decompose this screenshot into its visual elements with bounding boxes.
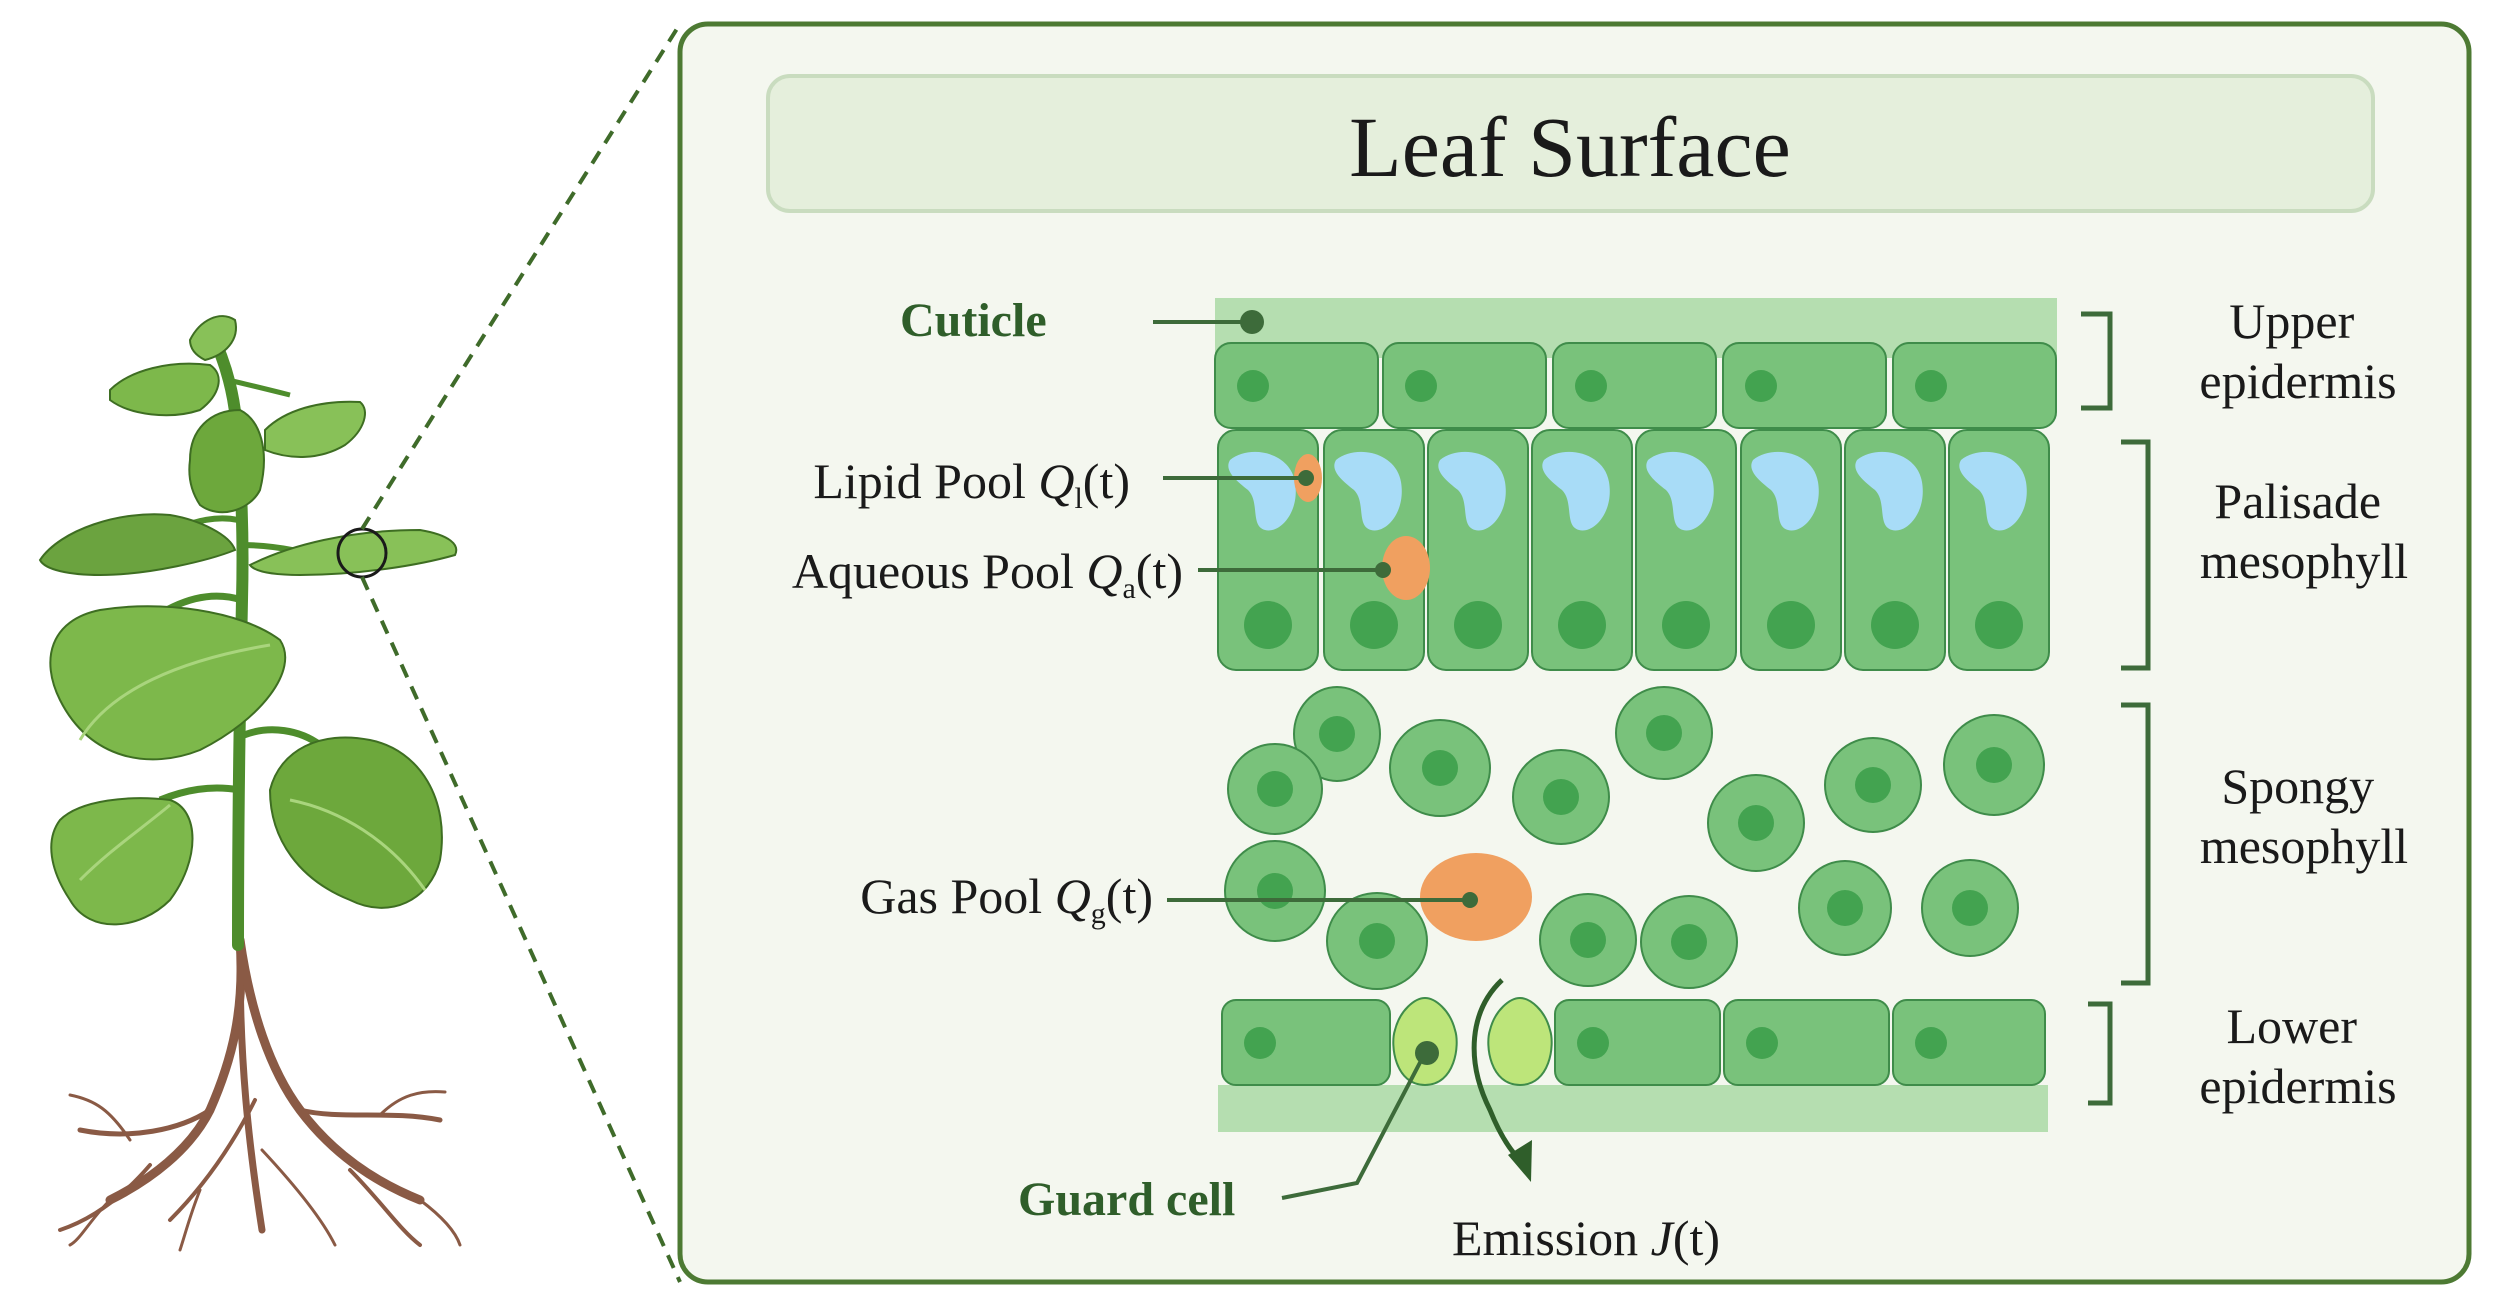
upper-epidermis-label: Upper epidermis [2199, 293, 2396, 409]
lipid-pool-label: Lipid Pool Ql(t) [813, 453, 1130, 515]
spongy-cells [1224, 686, 2045, 990]
guard-cell-right [1487, 996, 1553, 1087]
lower-epidermis-bracket [2088, 1001, 2113, 1106]
aqueous-pool-dot [1375, 562, 1391, 578]
upper-epidermis-cell [1722, 342, 1887, 429]
upper-epidermis-cell [1552, 342, 1717, 429]
upper-epidermis-cells [1214, 342, 2057, 429]
vacuole [1751, 451, 1819, 531]
upper-epidermis-cell-nucleus [1405, 370, 1437, 402]
palisade-nucleus [1350, 601, 1398, 649]
gas-pool-dot [1462, 892, 1478, 908]
lower-cuticle [1218, 1085, 2048, 1132]
vacuole [1959, 451, 2027, 531]
upper-epidermis-bracket [2081, 311, 2113, 411]
aqueous-pool-marker [1382, 536, 1430, 600]
emission-label: Emission J(t) [1452, 1210, 1720, 1266]
spongy-nucleus [1257, 771, 1293, 807]
spongy-nucleus [1319, 716, 1355, 752]
lower-epidermis-cell-nucleus [1244, 1027, 1276, 1059]
upper-epidermis-cell [1214, 342, 1379, 429]
plant-illustration [38, 315, 462, 1252]
palisade-nucleus [1975, 601, 2023, 649]
vacuole [1542, 451, 1610, 531]
vacuole [1438, 451, 1506, 531]
cuticle-dot [1240, 310, 1264, 334]
upper-epidermis-cell-nucleus [1745, 370, 1777, 402]
lower-epidermis-cells [1221, 999, 2046, 1086]
upper-epidermis-cell [1382, 342, 1547, 429]
cuticle-label: Cuticle [900, 294, 1047, 347]
spongy-nucleus [1738, 805, 1774, 841]
vacuole [1646, 451, 1714, 531]
spongy-nucleus [1646, 715, 1682, 751]
plant-roots [58, 935, 462, 1252]
aqueous-pool-label: Aqueous Pool Qa(t) [792, 543, 1183, 605]
spongy-nucleus [1855, 767, 1891, 803]
palisade-nucleus [1767, 601, 1815, 649]
palisade-nucleus [1244, 601, 1292, 649]
guard-cell-connector [1281, 1052, 1427, 1200]
palisade-nucleus [1558, 601, 1606, 649]
lower-epidermis-cell [1892, 999, 2046, 1086]
lower-epidermis-cell [1723, 999, 1890, 1086]
palisade-nucleus [1454, 601, 1502, 649]
upper-epidermis-cell-nucleus [1237, 370, 1269, 402]
lipid-pool-dot [1298, 470, 1314, 486]
upper-epidermis-cell [1892, 342, 2057, 429]
upper-epidermis-cell-nucleus [1915, 370, 1947, 402]
upper-epidermis-cell-nucleus [1575, 370, 1607, 402]
spongy-nucleus [1422, 750, 1458, 786]
panel-title: Leaf Surface [1349, 99, 1791, 195]
spongy-nucleus [1543, 779, 1579, 815]
lower-epidermis-cell-nucleus [1915, 1027, 1947, 1059]
vacuole [1334, 451, 1402, 531]
spongy-nucleus [1359, 923, 1395, 959]
spongy-mesophyll-label: Spongy mesophyll [2200, 758, 2408, 874]
spongy-nucleus [1671, 924, 1707, 960]
vacuole [1228, 451, 1296, 531]
vacuole [1855, 451, 1923, 531]
zoom-lines [360, 22, 682, 1283]
spongy-nucleus [1952, 890, 1988, 926]
palisade-mesophyll-label: Palisade mesophyll [2200, 473, 2408, 589]
spongy-nucleus [1827, 890, 1863, 926]
lower-epidermis-cell-nucleus [1746, 1027, 1778, 1059]
spongy-nucleus [1570, 922, 1606, 958]
spongy-nucleus [1976, 747, 2012, 783]
lower-epidermis-label: Lower epidermis [2199, 998, 2396, 1114]
layer-brackets [2081, 311, 2151, 1106]
lower-epidermis-cell [1554, 999, 1721, 1086]
emission-arrow [1471, 978, 1532, 1182]
plant-stem [204, 324, 249, 951]
gas-pool-label: Gas Pool Qg(t) [860, 868, 1153, 930]
spongy-nucleus [1257, 873, 1293, 909]
palisade-nucleus [1871, 601, 1919, 649]
palisade-bracket [2121, 439, 2151, 671]
label-connectors [1153, 310, 1478, 1200]
guard-cell-dot [1415, 1041, 1439, 1065]
palisade-nucleus [1662, 601, 1710, 649]
lower-epidermis-cell-nucleus [1577, 1027, 1609, 1059]
lower-epidermis-cell [1221, 999, 1391, 1086]
plant-leaves [38, 315, 458, 926]
palisade-cells [1217, 429, 2050, 671]
title-box [766, 74, 2375, 213]
guard-cell-label: Guard cell [1018, 1173, 1235, 1226]
spongy-bracket [2121, 702, 2151, 986]
